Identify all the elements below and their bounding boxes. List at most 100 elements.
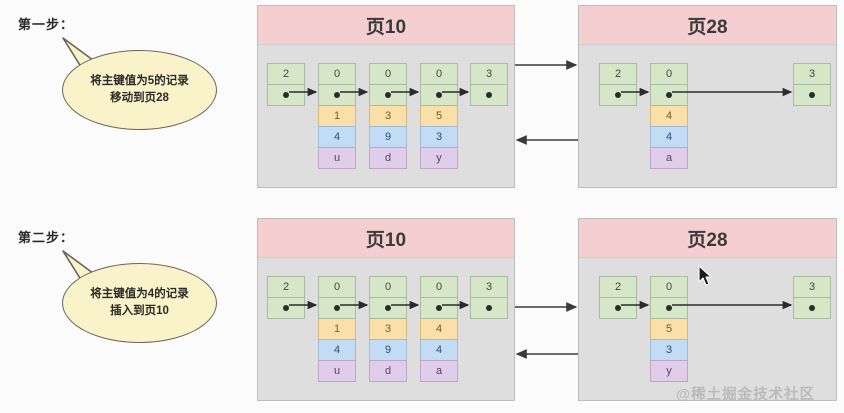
node-field-col1: 3 [650, 339, 688, 361]
pointer-dot-icon [385, 92, 391, 98]
node-key-cell: 3 [793, 276, 831, 298]
node-pointer-cell [318, 297, 356, 319]
node-pointer-cell [650, 84, 688, 106]
node-head: 2 [599, 63, 637, 106]
node-field-col2: y [420, 147, 458, 169]
node-key-cell: 2 [267, 276, 305, 298]
node-pointer-cell [470, 297, 508, 319]
node-key-cell: 0 [369, 276, 407, 298]
step-2-page-28-title: 页28 [579, 219, 836, 258]
step-1-label: 第一步： [18, 17, 75, 32]
callout-1-line-1: 将主键值为5的记录 [90, 75, 189, 88]
pointer-dot-icon [666, 305, 672, 311]
node-field-col1: 4 [650, 126, 688, 148]
step-1-page-28-title: 页28 [579, 6, 836, 45]
node-tail: 3 [793, 276, 831, 319]
step-1-page-10-panel: 页10 2 0 1 4 u 0 3 9 d 0 [257, 5, 515, 188]
node-field-id: 1 [318, 105, 356, 127]
pointer-dot-icon [666, 92, 672, 98]
node-record: 0 4 4 a [420, 276, 458, 382]
node-field-id: 3 [369, 318, 407, 340]
node-field-col1: 4 [420, 339, 458, 361]
pointer-dot-icon [615, 92, 621, 98]
node-field-col2: u [318, 360, 356, 382]
node-pointer-cell [267, 297, 305, 319]
node-tail: 3 [470, 63, 508, 106]
node-head: 2 [267, 276, 305, 319]
node-pointer-cell [420, 84, 458, 106]
pointer-dot-icon [436, 92, 442, 98]
callout-2-line-1: 将主键值为4的记录 [90, 288, 189, 301]
step-2-page-28-panel: 页28 2 0 5 3 y 3 [578, 218, 837, 401]
node-key-cell: 0 [369, 63, 407, 85]
pointer-dot-icon [486, 92, 492, 98]
node-key-cell: 0 [650, 63, 688, 85]
node-head: 2 [267, 63, 305, 106]
node-pointer-cell [318, 84, 356, 106]
callout-1-line-2: 移动到页28 [110, 92, 169, 104]
node-record: 0 3 9 d [369, 276, 407, 382]
node-pointer-cell [369, 297, 407, 319]
node-field-col2: d [369, 360, 407, 382]
node-pointer-cell [267, 84, 305, 106]
pointer-dot-icon [283, 305, 289, 311]
node-field-id: 5 [650, 318, 688, 340]
node-field-col2: u [318, 147, 356, 169]
node-field-id: 4 [650, 105, 688, 127]
node-key-cell: 0 [318, 276, 356, 298]
node-key-cell: 2 [599, 276, 637, 298]
node-record: 0 4 4 a [650, 63, 688, 169]
pointer-dot-icon [385, 305, 391, 311]
node-pointer-cell [793, 297, 831, 319]
node-pointer-cell [793, 84, 831, 106]
step-1-page-28-panel: 页28 2 0 4 4 a 3 [578, 5, 837, 188]
node-pointer-cell [650, 297, 688, 319]
node-pointer-cell [420, 297, 458, 319]
node-tail: 3 [793, 63, 831, 106]
node-key-cell: 3 [470, 276, 508, 298]
step-2-page-10-panel: 页10 2 0 1 4 u 0 3 9 d 0 [257, 218, 515, 401]
node-field-col1: 4 [318, 339, 356, 361]
node-pointer-cell [599, 297, 637, 319]
node-field-id: 5 [420, 105, 458, 127]
node-key-cell: 3 [793, 63, 831, 85]
node-key-cell: 2 [267, 63, 305, 85]
node-record: 0 5 3 y [650, 276, 688, 382]
node-pointer-cell [599, 84, 637, 106]
node-field-col1: 9 [369, 339, 407, 361]
pointer-dot-icon [486, 305, 492, 311]
node-field-col2: a [650, 147, 688, 169]
node-key-cell: 3 [470, 63, 508, 85]
pointer-dot-icon [436, 305, 442, 311]
node-key-cell: 0 [420, 276, 458, 298]
node-pointer-cell [470, 84, 508, 106]
pointer-dot-icon [809, 92, 815, 98]
pointer-dot-icon [334, 92, 340, 98]
node-field-col1: 4 [318, 126, 356, 148]
node-record: 0 1 4 u [318, 276, 356, 382]
step-2-page-10-title: 页10 [258, 219, 514, 258]
node-pointer-cell [369, 84, 407, 106]
node-record: 0 3 9 d [369, 63, 407, 169]
node-key-cell: 0 [420, 63, 458, 85]
step-1-page-10-title: 页10 [258, 6, 514, 45]
node-record: 0 1 4 u [318, 63, 356, 169]
callout-2: 将主键值为4的记录 插入到页10 [62, 263, 217, 343]
pointer-dot-icon [809, 305, 815, 311]
node-head: 2 [599, 276, 637, 319]
node-record: 0 5 3 y [420, 63, 458, 169]
pointer-dot-icon [615, 305, 621, 311]
node-field-col2: a [420, 360, 458, 382]
node-key-cell: 0 [650, 276, 688, 298]
pointer-dot-icon [283, 92, 289, 98]
node-key-cell: 0 [318, 63, 356, 85]
callout-2-line-2: 插入到页10 [110, 305, 169, 317]
step-2-label: 第二步： [18, 230, 75, 245]
pointer-dot-icon [334, 305, 340, 311]
callout-1: 将主键值为5的记录 移动到页28 [62, 50, 217, 130]
node-field-col2: y [650, 360, 688, 382]
node-field-id: 4 [420, 318, 458, 340]
node-field-col1: 3 [420, 126, 458, 148]
node-field-col1: 9 [369, 126, 407, 148]
